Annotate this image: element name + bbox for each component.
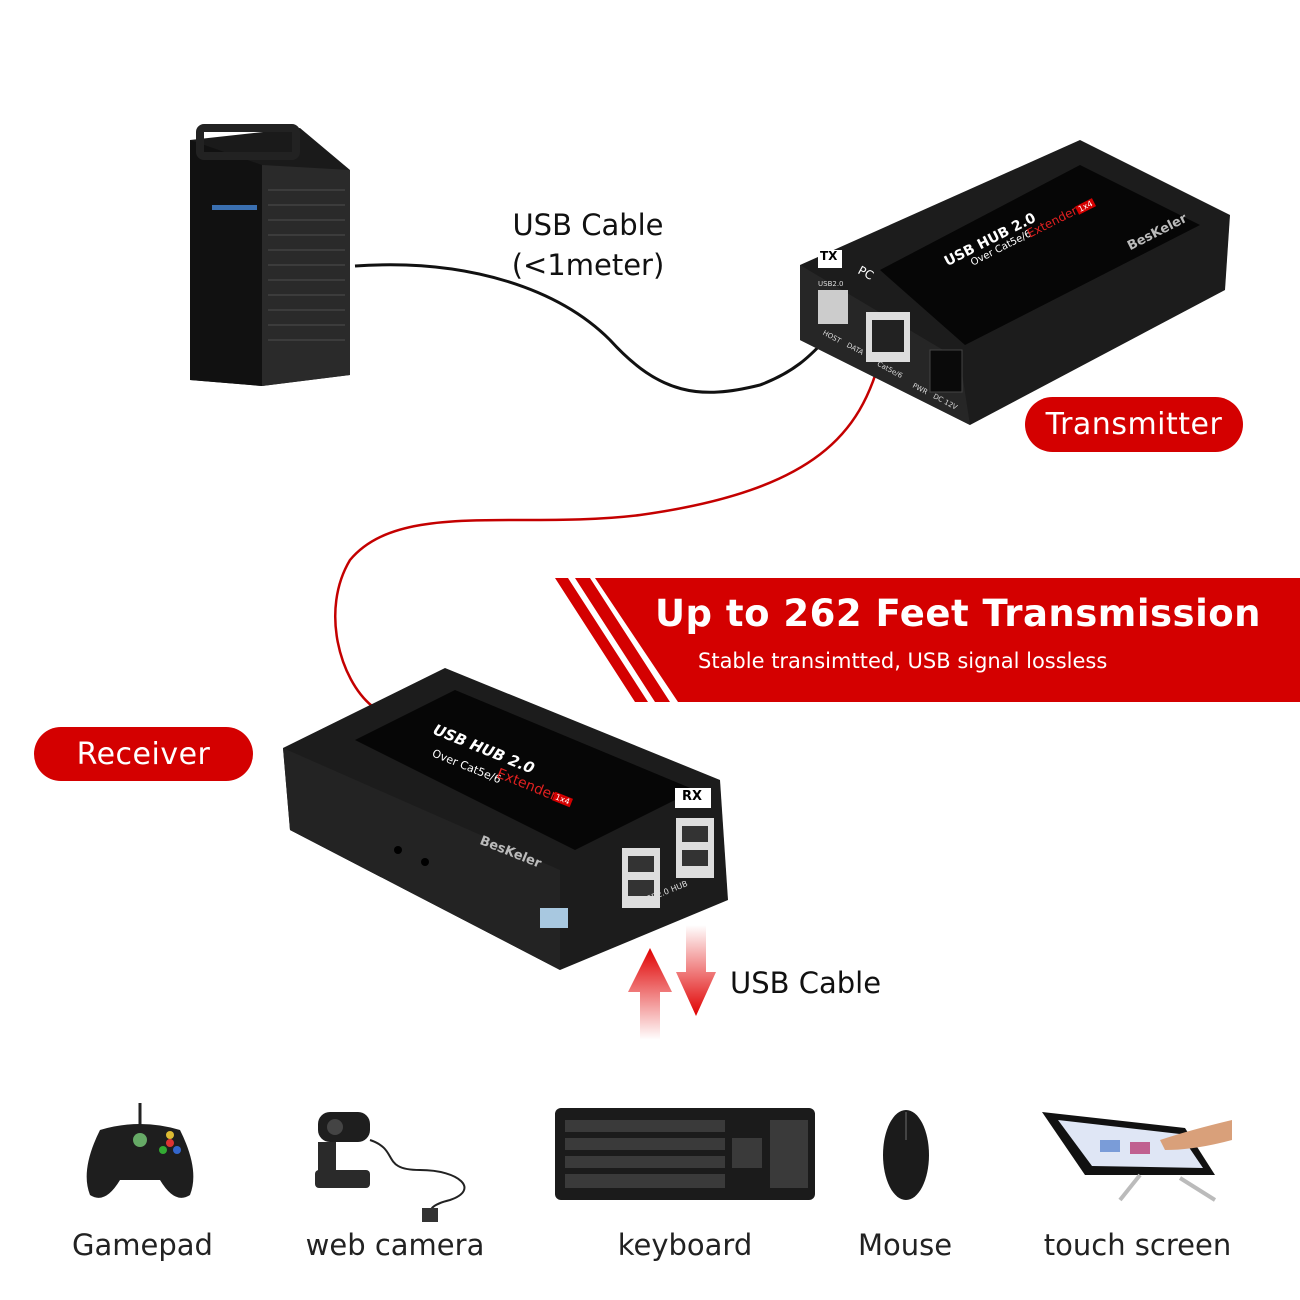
- arrow-up-icon: [628, 948, 672, 1040]
- device-label-touch-screen: touch screen: [1043, 1228, 1232, 1262]
- device-label-mouse: Mouse: [857, 1228, 953, 1262]
- pc-cable-length: (<1meter): [511, 248, 665, 282]
- touch-screen-icon: [1042, 1112, 1232, 1202]
- pc-cable-label: USB Cable (<1meter): [488, 205, 688, 285]
- usb-cable-line: [354, 263, 832, 394]
- webcam-icon: [315, 1112, 466, 1222]
- transmitter-label: Transmitter: [1025, 397, 1243, 452]
- device-label-webcam: web camera: [305, 1228, 485, 1262]
- device-label-gamepad: Gamepad: [72, 1228, 213, 1262]
- device-label-keyboard: keyboard: [617, 1228, 753, 1262]
- tx-tag: TX: [820, 249, 838, 263]
- receiver-label: Receiver: [34, 727, 253, 781]
- tx-port-usb: USB2.0: [818, 280, 844, 288]
- banner-subtitle: Stable transimtted, USB signal lossless: [698, 649, 1108, 673]
- banner-title: Up to 262 Feet Transmission: [655, 592, 1262, 635]
- arrow-down-icon: [676, 925, 716, 1016]
- pc-cable-title: USB Cable: [512, 208, 664, 242]
- mouse-icon: [883, 1110, 929, 1200]
- keyboard-icon: [555, 1108, 815, 1200]
- rx-tag: RX: [682, 789, 703, 804]
- usb-cable-label: USB Cable: [730, 966, 882, 1000]
- ethernet-cable-line: [334, 359, 882, 707]
- gamepad-icon: [86, 1103, 194, 1198]
